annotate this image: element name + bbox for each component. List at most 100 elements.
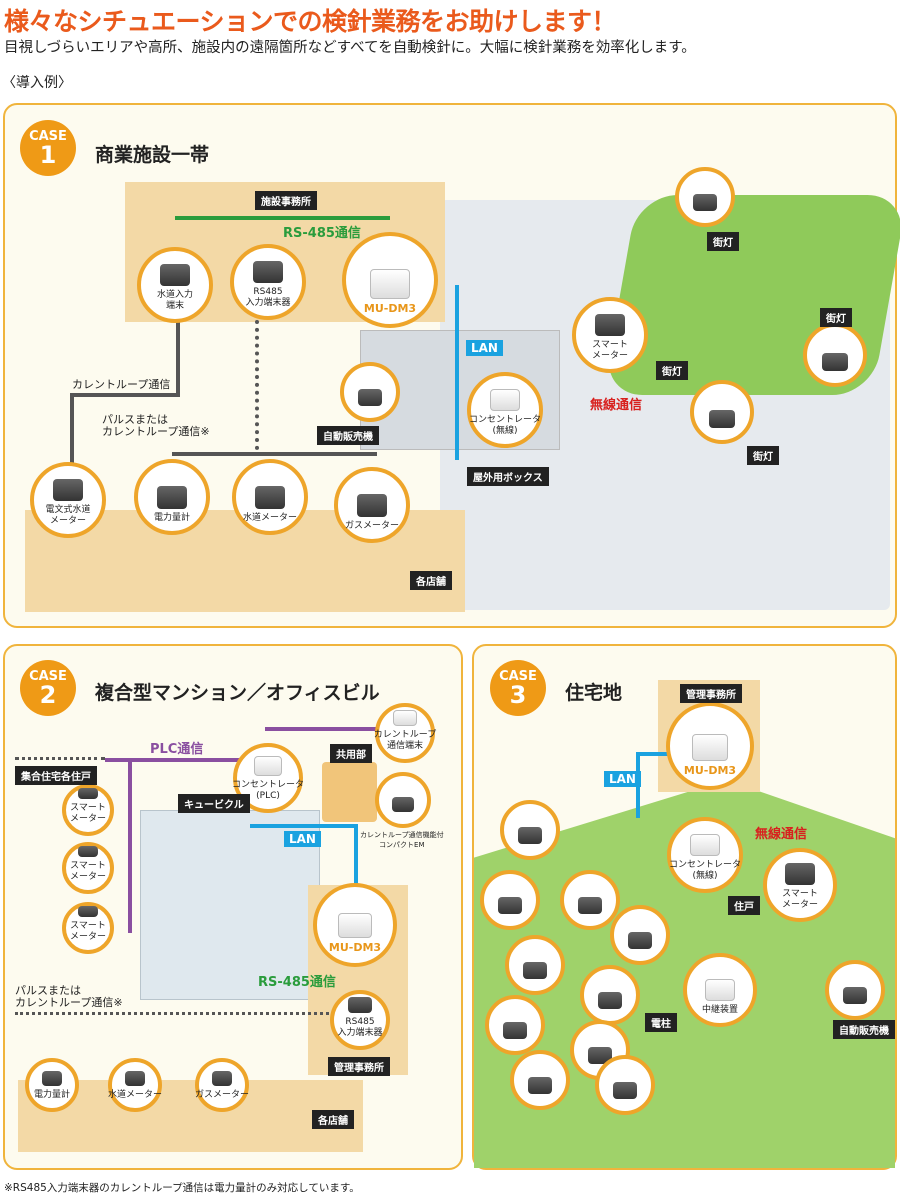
device-label: コンセントレータ (PLC)	[232, 780, 305, 801]
smart-meter-circle	[500, 800, 560, 860]
case3-title: 住宅地	[565, 682, 623, 704]
smart-meter-circle	[580, 965, 640, 1025]
current-loop-line	[70, 395, 74, 465]
smart-meter-circle: スマート メーター	[62, 842, 114, 894]
mgmt-office-tag: 管理事務所	[680, 684, 742, 703]
mgmt-office-tag: 管理事務所	[328, 1057, 390, 1076]
concentrator-wireless-circle: コンセントレータ (無線)	[667, 817, 743, 893]
rs485-label: RS-485通信	[258, 975, 336, 990]
rs485-input-terminal-circle: RS485 入力端末器	[330, 990, 390, 1050]
smart-meter-icon	[598, 992, 622, 1009]
smart-meter-icon	[528, 1077, 552, 1094]
device-label: 水道メーター	[242, 512, 297, 523]
device-label: コンセントレータ (無線)	[669, 860, 742, 881]
shops-tag: 各店舗	[410, 571, 452, 590]
elevator-illustration	[322, 762, 377, 822]
smart-meter-icon	[78, 788, 98, 800]
device-label: スマート メーター	[591, 340, 628, 361]
streetlight-tag: 街灯	[707, 232, 739, 251]
streetlight-tag: 街灯	[656, 361, 688, 380]
streetlight-tag: 街灯	[820, 308, 852, 327]
vending-meter-icon	[843, 987, 867, 1004]
smart-meter-icon	[785, 863, 815, 886]
current-loop-terminal-circle: カレントループ 通信端末	[373, 703, 437, 763]
smart-meter-icon	[498, 897, 522, 914]
house-tag: 住戸	[728, 896, 760, 915]
device-label: カレントループ 通信端末	[373, 730, 437, 751]
device-label: スマート メーター	[781, 889, 818, 910]
pulse-label: パルスまたは カレントループ通信※	[102, 413, 210, 439]
vending-tag: 自動販売機	[317, 426, 379, 445]
wireless-label: 無線通信	[755, 827, 808, 842]
lan-label: LAN	[604, 771, 641, 787]
smart-meter-icon	[78, 846, 98, 858]
streetlight-meter-circle	[675, 167, 735, 227]
power-meter-circle: 電力量計	[134, 459, 210, 535]
lan-line	[455, 285, 459, 460]
mu-dm3-circle: MU-DM3	[313, 883, 397, 967]
smart-meter-circle: スマート メーター	[572, 297, 648, 373]
streetlight-meter-icon	[709, 409, 735, 428]
smart-meter-circle	[560, 870, 620, 930]
water-input-terminal-icon	[159, 263, 191, 287]
smart-meter-icon	[503, 1022, 527, 1039]
current-loop-line	[176, 318, 180, 396]
case-label: CASE	[29, 669, 67, 684]
mu-dm3-icon	[370, 268, 410, 300]
case2-title: 複合型マンション／オフィスビル	[95, 682, 380, 704]
smart-meter-circle	[480, 870, 540, 930]
streetlight-tag: 街灯	[747, 446, 779, 465]
rs485-input-terminal-circle: RS485 入力端末器	[230, 244, 306, 320]
device-label: 電力量計	[153, 512, 190, 523]
rs485-line	[175, 216, 390, 220]
rs485-input-terminal-icon	[348, 996, 372, 1014]
pulse-label: パルスまたは カレントループ通信※	[15, 984, 123, 1010]
smart-meter-icon	[518, 827, 542, 844]
smart-meter-circle: スマート メーター	[62, 902, 114, 954]
gas-meter-icon	[211, 1071, 233, 1086]
example-label: 〈導入例〉	[2, 75, 72, 91]
compact-em-icon	[392, 796, 414, 812]
shops-tag: 各店舗	[312, 1110, 354, 1129]
case-label: CASE	[29, 129, 67, 144]
lan-label: LAN	[466, 340, 503, 356]
smart-meter-icon	[523, 962, 547, 979]
device-label: RS485 入力端末器	[337, 1017, 383, 1038]
smart-meter-circle	[610, 905, 670, 965]
water-meter-icon	[124, 1071, 146, 1086]
device-label: 電文式水道 メーター	[45, 505, 91, 526]
cubicle-tag: キュービクル	[178, 794, 250, 813]
device-label: MU-DM3	[683, 764, 737, 778]
plc-line	[265, 727, 390, 731]
page-title: 様々なシチュエーションでの検針業務をお助けします！	[4, 7, 617, 36]
smart-meter-icon	[628, 932, 652, 949]
plc-label: PLC通信	[150, 742, 204, 757]
current-loop-line	[70, 393, 180, 397]
common-area-tag: 共用部	[330, 744, 372, 763]
smart-meter-icon	[78, 906, 98, 918]
mu-dm3-icon	[337, 912, 373, 939]
pulse-line	[15, 1012, 335, 1015]
power-meter-icon	[41, 1071, 63, 1086]
case-number: 2	[39, 681, 57, 709]
vending-meter-circle	[340, 362, 400, 422]
page-subtitle: 目視しづらいエリアや高所、施設内の遠隔箇所などすべてを自動検針に。大幅に検針業務…	[4, 40, 696, 56]
device-label: 水道入力 端末	[156, 290, 193, 311]
water-meter-circle: 水道メーター	[108, 1058, 162, 1112]
device-label: スマート メーター	[69, 803, 106, 824]
concentrator-plc-icon	[254, 755, 282, 777]
device-label: スマート メーター	[69, 861, 106, 882]
streetlight-meter-icon	[822, 352, 848, 371]
lan-label: LAN	[284, 831, 321, 847]
mu-dm3-circle: MU-DM3	[666, 702, 754, 790]
device-label: RS485 入力端末器	[245, 287, 291, 308]
water-input-terminal-circle: 水道入力 端末	[137, 247, 213, 323]
vending-meter-circle	[825, 960, 885, 1020]
device-label: MU-DM3	[363, 302, 417, 316]
concentrator-wireless-circle: コンセントレータ (無線)	[467, 372, 543, 448]
streetlight-meter-icon	[693, 194, 717, 211]
smart-meter-circle: スマート メーター	[763, 848, 837, 922]
footnote: ※RS485入力端末器のカレントループ通信は電力量計のみ対応しています。	[4, 1182, 360, 1194]
